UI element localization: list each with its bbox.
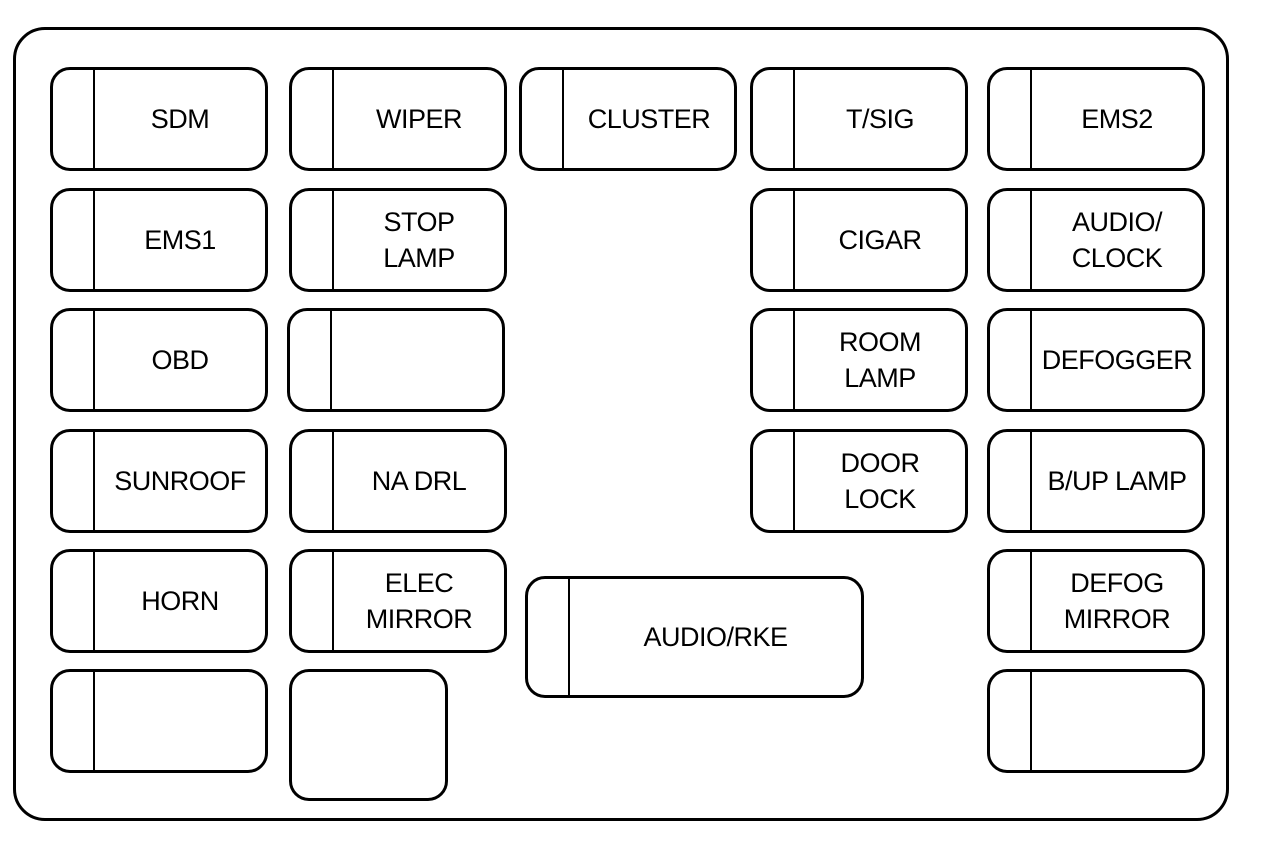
fuse-door-lock: DOOR LOCK — [750, 429, 968, 533]
fuse-spare — [50, 669, 268, 773]
fuse-t-sig: T/SIG — [750, 67, 968, 171]
fuse-label: AUDIO/RKE — [643, 622, 788, 652]
fuse-label: T/SIG — [845, 104, 915, 134]
fuse-label: OBD — [151, 345, 209, 375]
fuse-ems2: EMS2 — [987, 67, 1205, 171]
fuse-tab — [793, 432, 795, 530]
fuse-label — [95, 672, 265, 770]
fuse-label: DEFOGGER — [1041, 345, 1193, 375]
fuse-b-up-lamp: B/UP LAMP — [987, 429, 1205, 533]
fuse-label: SDM — [150, 104, 210, 134]
fuse-tab — [93, 432, 95, 530]
fuse-defogger: DEFOGGER — [987, 308, 1205, 412]
fuse-label: B/UP LAMP — [1047, 466, 1187, 496]
fuse-tab — [568, 579, 570, 695]
fuse-tab — [793, 191, 795, 289]
fuse-tab — [1030, 552, 1032, 650]
fuse-label — [292, 672, 445, 798]
fuse-tab — [93, 672, 95, 770]
fuse-tab — [93, 70, 95, 168]
fuse-tab — [330, 311, 332, 409]
fuse-tab — [1030, 191, 1032, 289]
fuse-sdm: SDM — [50, 67, 268, 171]
fuse-tab — [793, 311, 795, 409]
fuse-wiper: WIPER — [289, 67, 507, 171]
fuse-label: WIPER — [375, 104, 463, 134]
fuse-label: EMS2 — [1081, 104, 1153, 134]
fuse-tab — [793, 70, 795, 168]
fuse-tab — [1030, 70, 1032, 168]
fuse-sunroof: SUNROOF — [50, 429, 268, 533]
fuse-tab — [562, 70, 564, 168]
fuse-tab — [332, 70, 334, 168]
fuse-tab — [1030, 432, 1032, 530]
fuse-tab — [1030, 311, 1032, 409]
fuse-label: ROOM LAMP — [839, 327, 922, 393]
fuse-cigar: CIGAR — [750, 188, 968, 292]
fuse-na-drl: NA DRL — [289, 429, 507, 533]
fuse-tab — [332, 191, 334, 289]
fuse-room-lamp: ROOM LAMP — [750, 308, 968, 412]
fuse-spare — [987, 669, 1205, 773]
fuse-cluster: CLUSTER — [519, 67, 737, 171]
fuse-stop-lamp: STOP LAMP — [289, 188, 507, 292]
fuse-label: CLUSTER — [587, 104, 711, 134]
fuse-defog-mirror: DEFOG MIRROR — [987, 549, 1205, 653]
fuse-label: AUDIO/ CLOCK — [1071, 207, 1163, 273]
fuse-ems1: EMS1 — [50, 188, 268, 292]
fuse-horn: HORN — [50, 549, 268, 653]
fuse-tab — [332, 432, 334, 530]
fuse-label: DOOR LOCK — [840, 448, 921, 514]
fuse-spare-large — [289, 669, 448, 801]
fuse-spare — [287, 308, 505, 412]
fuse-label — [1032, 672, 1202, 770]
fuse-tab — [93, 191, 95, 289]
fuse-obd: OBD — [50, 308, 268, 412]
fuse-tab — [1030, 672, 1032, 770]
fuse-label — [332, 311, 502, 409]
fuse-label: CIGAR — [838, 225, 922, 255]
fuse-label: STOP LAMP — [383, 207, 455, 273]
fuse-tab — [332, 552, 334, 650]
fuse-audio-rke: AUDIO/RKE — [525, 576, 864, 698]
fuse-label: ELEC MIRROR — [365, 568, 473, 634]
fuse-label: DEFOG MIRROR — [1063, 568, 1171, 634]
fuse-label: SUNROOF — [114, 466, 246, 496]
fuse-tab — [93, 311, 95, 409]
fuse-audio-clock: AUDIO/ CLOCK — [987, 188, 1205, 292]
fuse-label: HORN — [141, 586, 219, 616]
fuse-label: EMS1 — [144, 225, 216, 255]
fuse-elec-mirror: ELEC MIRROR — [289, 549, 507, 653]
fuse-tab — [93, 552, 95, 650]
fuse-label: NA DRL — [371, 466, 467, 496]
